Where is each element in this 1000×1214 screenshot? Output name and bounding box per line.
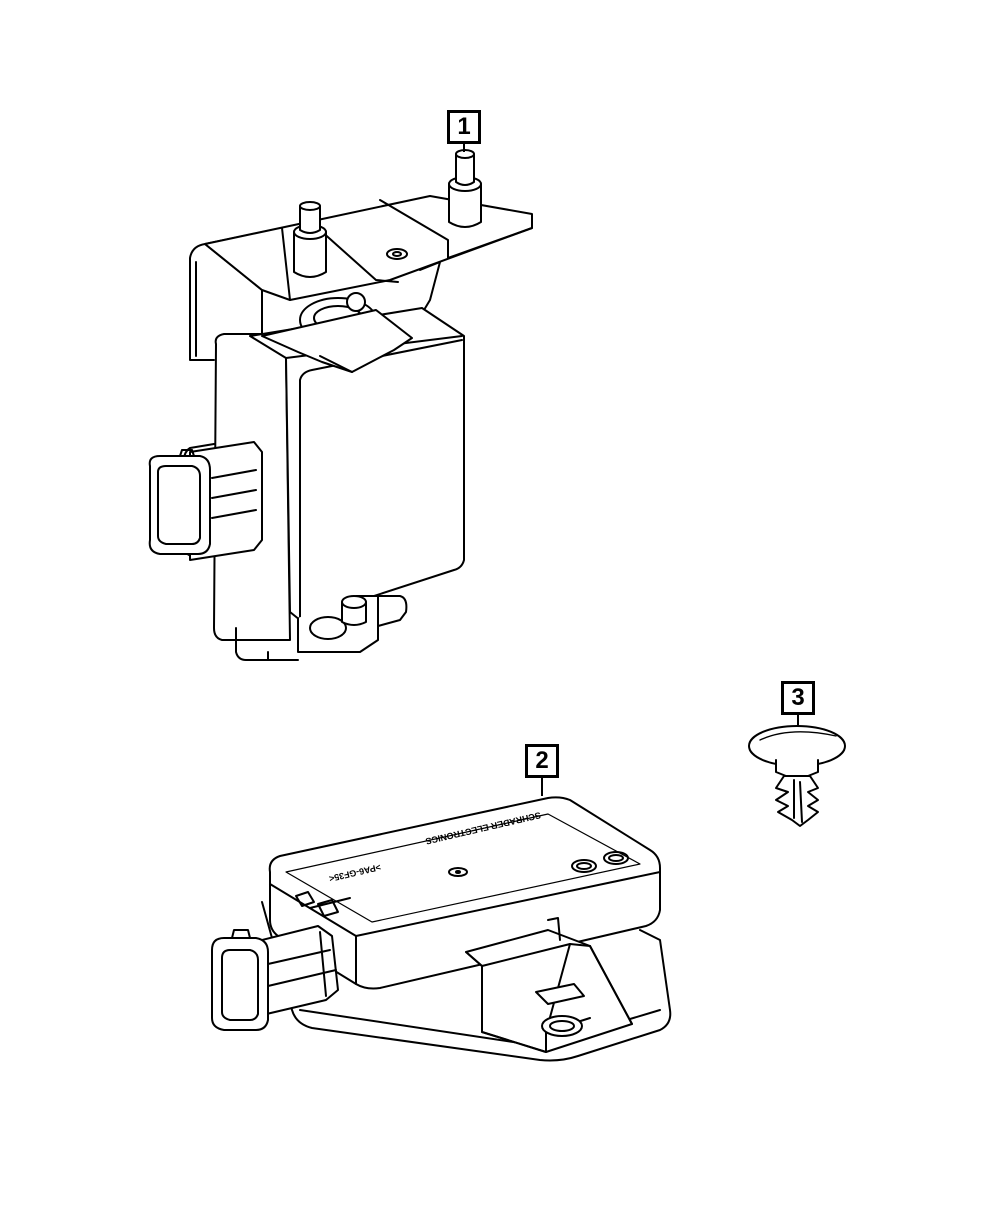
module-2-connector: [211, 925, 339, 1031]
callout-2: 2: [525, 744, 559, 778]
callout-3-label: 3: [791, 684, 805, 711]
callout-2-label: 2: [535, 747, 549, 774]
lower-grommet: [235, 595, 408, 661]
callout-3: 3: [781, 681, 815, 715]
callout-2-leader: [541, 778, 543, 796]
bracket-strap: [189, 227, 283, 361]
callout-1: 1: [447, 110, 481, 144]
part-2-sensor-module: SCHRADER ELECTRONICS >PA6-GF35<: [211, 796, 672, 1062]
callout-3-leader: [797, 715, 799, 727]
module-2-screw-left: [571, 859, 597, 873]
module-2-screw-right: [603, 851, 629, 865]
module-2-mounting-tab: [465, 917, 633, 1053]
part-1-module-with-bracket: [148, 149, 533, 661]
callout-1-leader: [463, 144, 465, 152]
callout-1-label: 1: [457, 113, 471, 140]
part-3-push-pin-clip: [748, 725, 846, 827]
stud-right: [448, 149, 482, 228]
clip-shank: [775, 775, 819, 827]
bracket-top-plate: [204, 195, 533, 301]
stud-left: [293, 201, 327, 278]
module-2-dimple: [448, 867, 468, 877]
bracket-hole: [386, 248, 408, 260]
module-1-connector: [148, 441, 263, 561]
